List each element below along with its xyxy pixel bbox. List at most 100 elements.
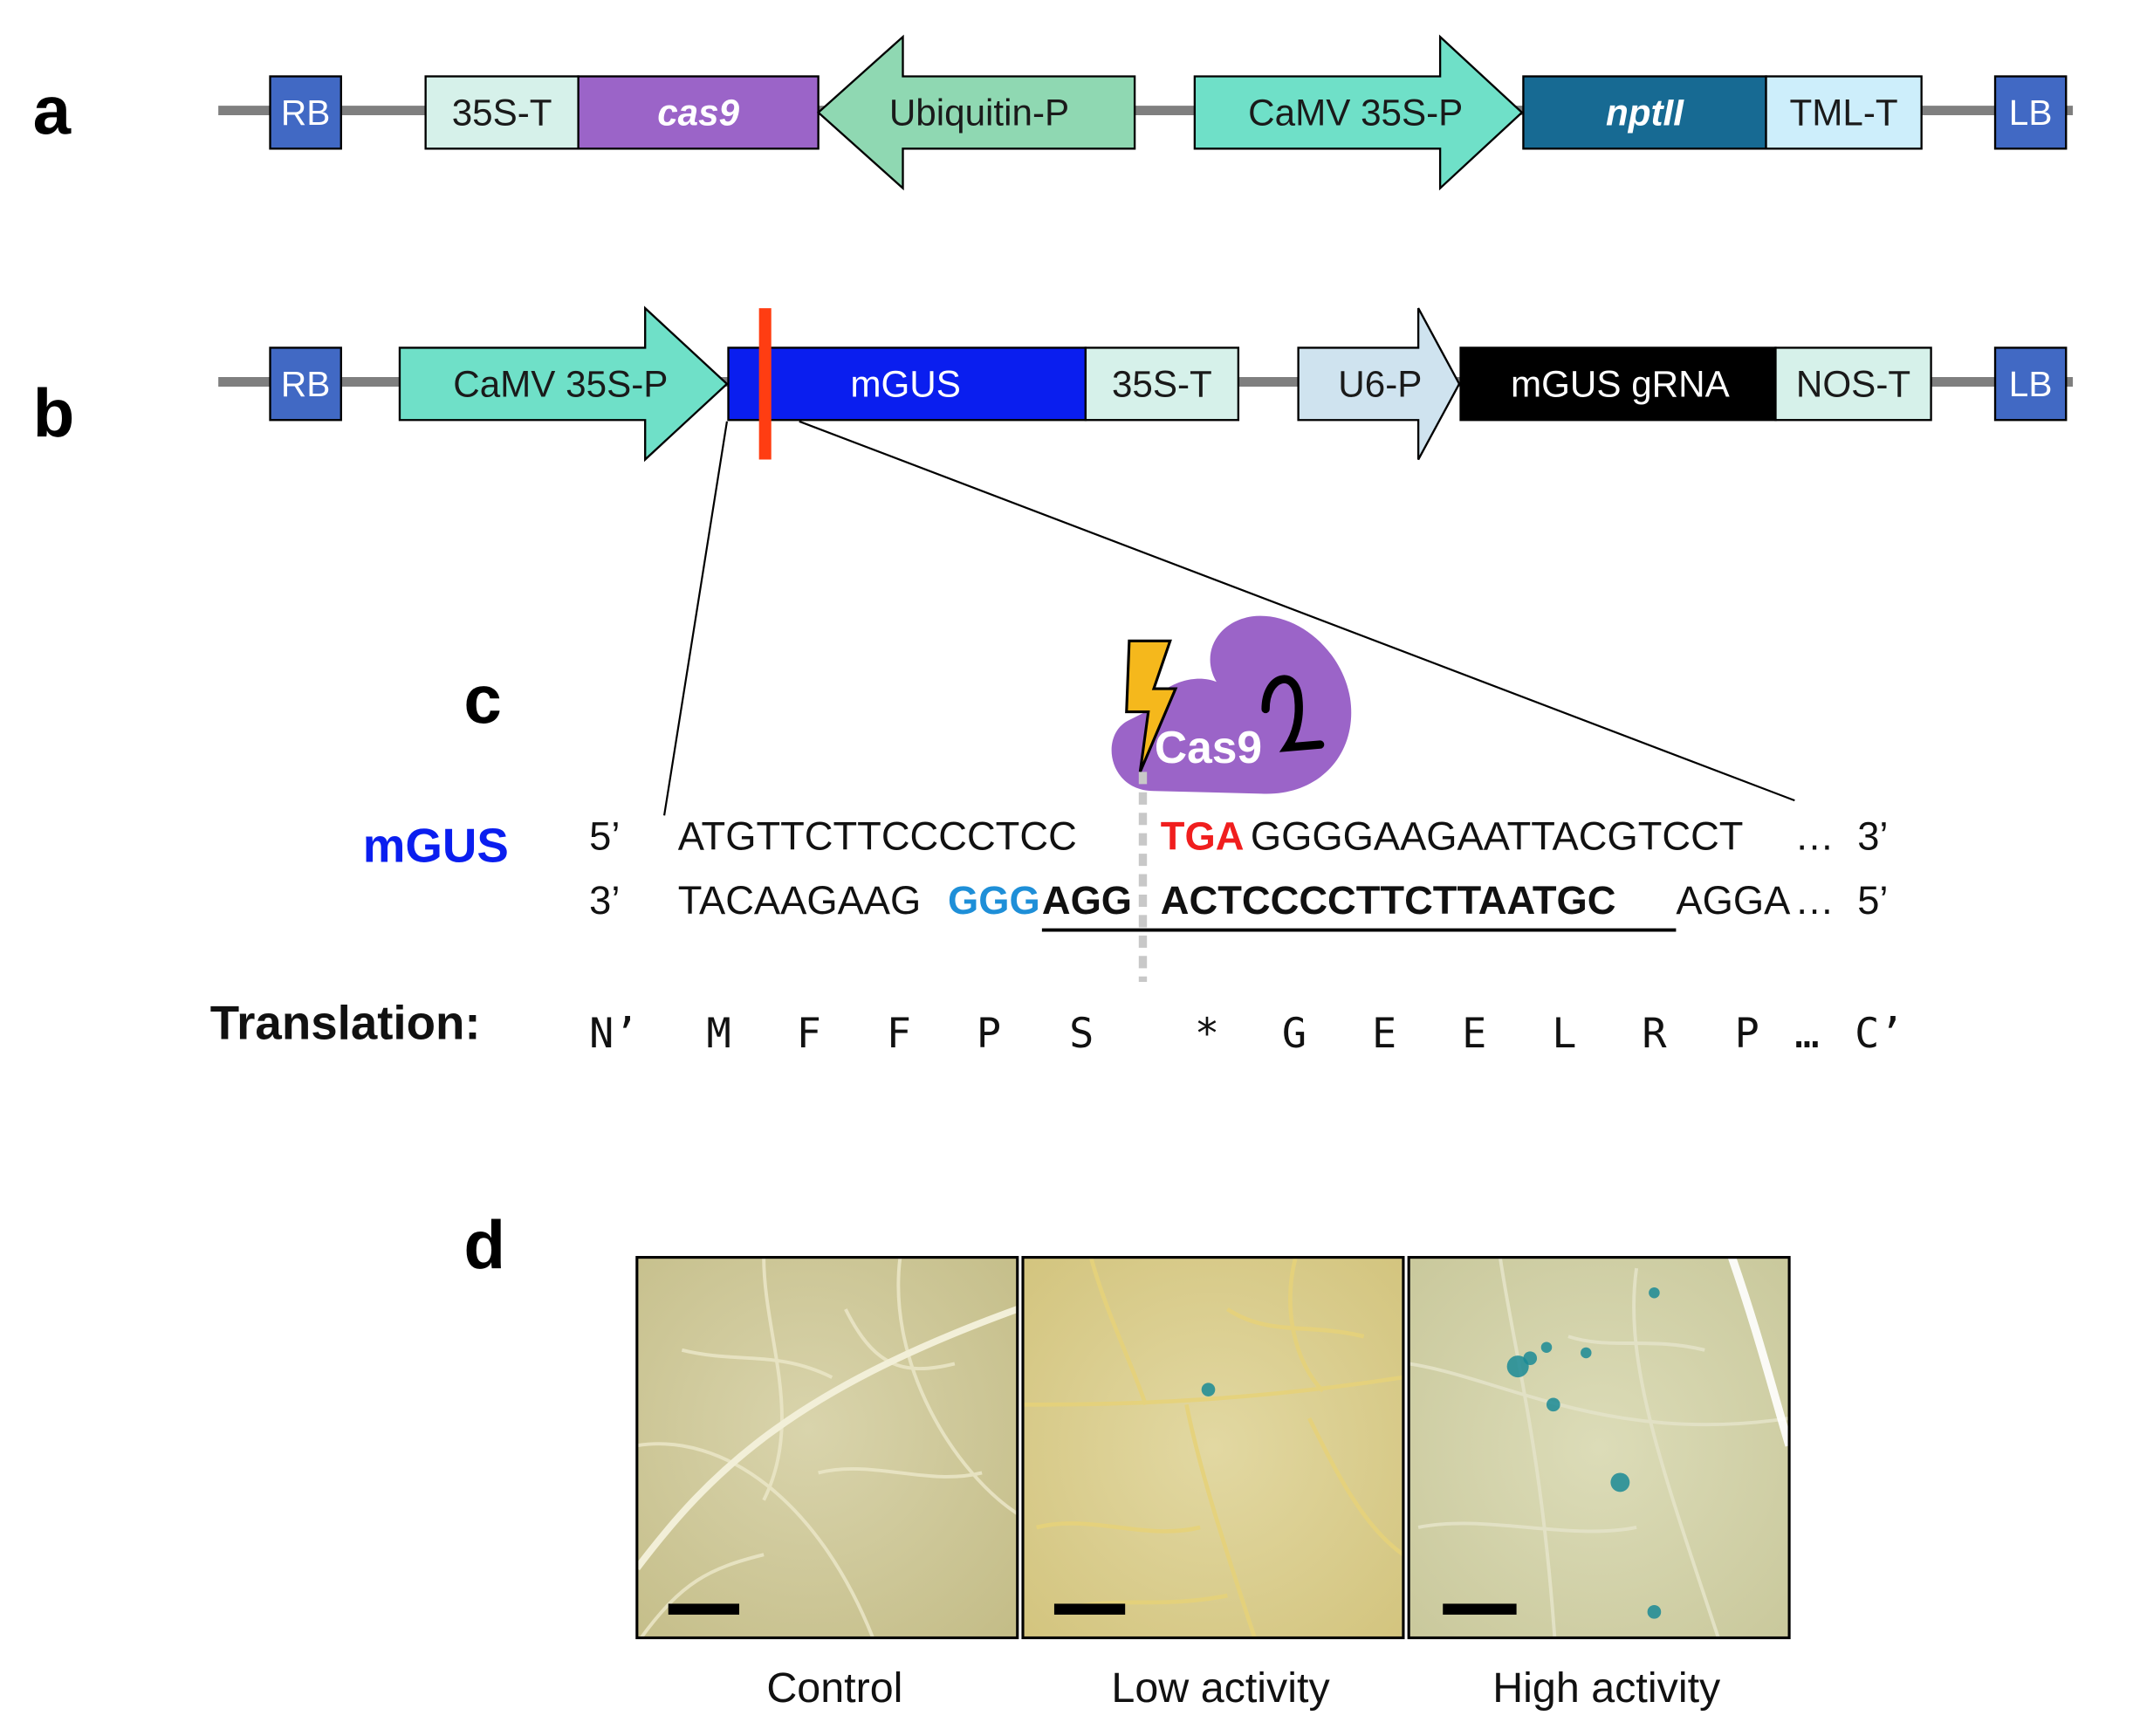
caption-control: Control (766, 1664, 902, 1712)
rb-label-a: RB (281, 93, 330, 133)
gus-stain-spot (1540, 1341, 1553, 1353)
translation-residue: L (1552, 1010, 1576, 1058)
bottom-strand-ellipsis: … (1794, 878, 1834, 923)
u6-promoter-label: U6-P (1338, 363, 1422, 404)
leaf-image-control (635, 1256, 1019, 1640)
translation-residue: S (1069, 1010, 1094, 1058)
translation-residue: M (707, 1010, 731, 1058)
top-strand-left-seq: ATGTTCTTCCCCTCC (678, 813, 1077, 858)
terminator-35s-a: 35S-T (424, 75, 580, 150)
top-strand: 5’ ATGTTCTTCCCCTCC TGA GGGGAAGAATTACGTCC… (589, 813, 1888, 858)
top-strand-stop-codon: TGA (1161, 813, 1245, 858)
rb-label-b: RB (281, 364, 330, 404)
bottom-strand: 3’ TACAAGAAG GGG AGG ACTCCCCTTCTTAATGC A… (589, 878, 1888, 923)
terminator-35s-label-b: 35S-T (1112, 363, 1212, 404)
bottom-strand-pam: GGG (948, 878, 1040, 923)
lb-label-a: LB (2009, 93, 2053, 133)
camv-35s-promoter-label-a: CaMV 35S-P (1248, 92, 1463, 133)
bottom-strand-agg: AGG (1042, 878, 1132, 923)
translation-residue: E (1372, 1010, 1396, 1058)
translation-residue: C’ (1855, 1010, 1903, 1058)
panel-a: a RB 35S-T cas9 Ubiquitin-P CaMV 35S-P n… (33, 34, 2074, 191)
translation-residue: G (1282, 1010, 1307, 1058)
gus-stain-spot (1201, 1383, 1216, 1396)
gus-stain-spot (1649, 1287, 1660, 1299)
gus-stain-spot (1546, 1397, 1560, 1412)
gus-stain-spot (1523, 1351, 1538, 1366)
panel-b: b RB CaMV 35S-P mGUS 35S-T U6-P mGUS gRN (33, 305, 2074, 816)
translation-residue: N’ (589, 1010, 638, 1058)
top-strand-5prime: 5’ (589, 813, 620, 858)
translation-residue: E (1462, 1010, 1486, 1058)
panel-letter-a: a (33, 72, 72, 148)
leaf-glare-high-activity (1728, 1257, 1790, 1447)
camv-35s-promoter-a: CaMV 35S-P (1193, 34, 1524, 191)
gus-stain-spot (1610, 1472, 1630, 1492)
bottom-strand-3prime: 3’ (589, 878, 620, 923)
u6-promoter: U6-P (1297, 307, 1461, 461)
leaf-veins-low-activity (1023, 1257, 1403, 1638)
nptii-gene: nptII (1522, 75, 1767, 150)
panel-letter-c: c (463, 661, 501, 738)
top-strand-right-seq: GGGGAAGAATTACGTCCT (1251, 813, 1744, 858)
translation-residue: P (977, 1010, 1001, 1058)
bottom-strand-right-seq: AGGA (1676, 878, 1791, 923)
cas9-gene: cas9 (577, 75, 820, 150)
grna-squiggle-icon (1261, 675, 1325, 752)
translation-residue: P (1735, 1010, 1759, 1058)
top-strand-3prime: 3’ (1857, 813, 1888, 858)
nos-terminator-label: NOS-T (1796, 363, 1910, 404)
ubiquitin-promoter: Ubiquitin-P (816, 34, 1136, 191)
caption-high-activity: High activity (1492, 1664, 1721, 1712)
scale-bar-high-activity (1443, 1603, 1517, 1615)
translation-residue: F (887, 1010, 911, 1058)
caption-low-activity: Low activity (1111, 1664, 1330, 1712)
rb-border-a: RB (269, 75, 342, 150)
camv-35s-promoter-label-b: CaMV 35S-P (453, 363, 668, 404)
bottom-strand-left-seq: TACAAGAAG (678, 878, 922, 923)
panel-letter-d: d (463, 1206, 505, 1283)
leaf-image-high-activity (1407, 1256, 1791, 1640)
leaf-veins-high-activity (1409, 1257, 1790, 1638)
mgus-gene-label: mGUS (850, 363, 961, 404)
panel-letter-b: b (33, 374, 75, 451)
terminator-35s-b: 35S-T (1084, 347, 1240, 422)
translation-residue: F (797, 1010, 821, 1058)
translation-residue: … (1794, 1010, 1819, 1058)
mgus-grna: mGUS gRNA (1459, 347, 1777, 422)
terminator-35s-label-a: 35S-T (452, 92, 552, 133)
zoom-line-left (662, 421, 729, 816)
leaf-image-low-activity (1021, 1256, 1405, 1640)
nos-terminator: NOS-T (1774, 347, 1932, 422)
translation-residue: * (1195, 1010, 1219, 1058)
bottom-strand-5prime: 5’ (1857, 878, 1888, 923)
lb-label-b: LB (2009, 364, 2053, 404)
leaf-midrib-control (636, 1306, 1018, 1571)
gus-stain-spots (1201, 1287, 1662, 1619)
gus-stain-spot (1581, 1347, 1592, 1359)
scale-bar-control (668, 1603, 740, 1615)
tml-terminator: TML-T (1765, 75, 1923, 150)
cas9-protein-label: Cas9 (1155, 722, 1262, 772)
cas9-gene-label: cas9 (657, 92, 739, 133)
tml-terminator-label: TML-T (1790, 92, 1898, 133)
translation-residues: N’ M F F P S * G E E L R P … C’ (589, 1010, 1903, 1058)
mgus-grna-label: mGUS gRNA (1511, 363, 1731, 404)
scale-bar-low-activity (1053, 1603, 1126, 1615)
gus-stain-spot (1506, 1355, 1529, 1378)
ubiquitin-promoter-label: Ubiquitin-P (889, 92, 1069, 133)
translation-residue: R (1642, 1010, 1667, 1058)
zoom-line-right (799, 420, 1795, 802)
lb-border-b: LB (1993, 347, 2068, 422)
bottom-strand-protospacer: ACTCCCCTTCTTAATGC (1161, 878, 1616, 923)
camv-35s-promoter-b: CaMV 35S-P (398, 305, 729, 463)
rb-border-b: RB (269, 347, 342, 422)
lightning-bolt-icon (1125, 639, 1178, 772)
translation-label: Translation: (210, 996, 481, 1050)
panel-c: c Cas9 mGUS 5’ ATGTTCTTCCCCTCC TGA GGGGA… (210, 615, 1904, 1058)
panel-d: d (463, 1206, 1791, 1712)
gus-stain-spot (1647, 1605, 1662, 1619)
top-strand-ellipsis: … (1794, 813, 1834, 858)
lb-border-a: LB (1993, 75, 2068, 150)
